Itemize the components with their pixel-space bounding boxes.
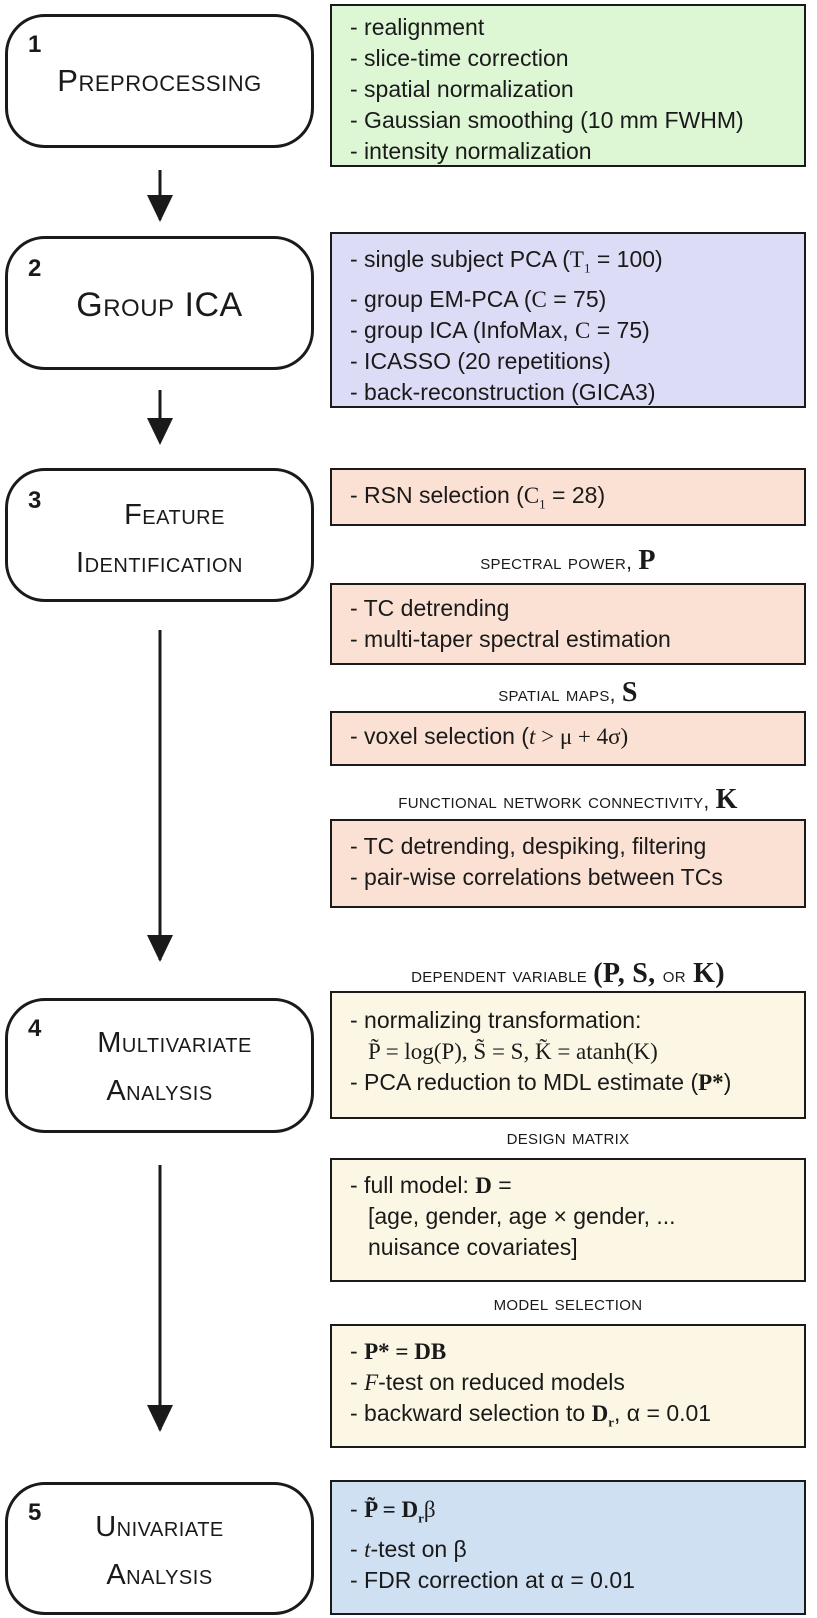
list-item: - group EM-PCA (C = 75)	[350, 285, 607, 312]
stage-title: Multivariate	[97, 1027, 252, 1059]
list-item: - normalizing transformation:	[350, 1007, 642, 1033]
list-item: - P̃ = Drβ	[350, 1496, 436, 1526]
list-item: - PCA reduction to MDL estimate (P*)	[350, 1069, 732, 1095]
arrow-1-to-2	[147, 170, 173, 222]
panel-rsn-selection: - RSN selection (C1 = 28)	[330, 468, 806, 526]
stage-number: 3	[28, 487, 42, 514]
panel-univariate: - P̃ = Drβ - t-test on β - FDR correctio…	[330, 1480, 806, 1615]
panel-preprocessing: - realignment - slice-time correction - …	[330, 4, 806, 167]
list-item: - TC detrending, despiking, filtering	[350, 833, 707, 859]
stage-title: Feature	[124, 499, 225, 531]
panel-dependent-variable: - normalizing transformation: P̃ = log(P…	[330, 991, 806, 1119]
list-item: - t-test on β	[350, 1535, 467, 1562]
stage-title: Group ICA	[76, 286, 243, 324]
list-item: - full model: D =	[350, 1172, 512, 1198]
stage-title: Analysis	[106, 1075, 213, 1107]
stage-number: 4	[28, 1015, 42, 1042]
stage-feature-identification: 3 Feature Identification	[5, 468, 314, 602]
stage-number: 5	[28, 1499, 42, 1526]
list-item: nuisance covariates]	[368, 1234, 578, 1260]
panel-spectral-power: - TC detrending - multi-taper spectral e…	[330, 583, 806, 665]
list-item: - pair-wise correlations between TCs	[350, 864, 723, 890]
list-item: - TC detrending	[350, 595, 510, 621]
stage-multivariate-analysis: 4 Multivariate Analysis	[5, 998, 314, 1133]
arrow-2-to-3	[147, 390, 173, 445]
list-item: - RSN selection (C1 = 28)	[350, 482, 606, 512]
stage-number: 2	[28, 255, 42, 282]
panel-design-matrix: - full model: D = [age, gender, age × ge…	[330, 1158, 806, 1282]
list-item: - P* = DB	[350, 1338, 447, 1364]
stage-preprocessing: 1 Preprocessing	[5, 14, 314, 148]
list-item: - voxel selection (t > μ + 4σ)	[350, 723, 629, 749]
list-item: - back-reconstruction (GICA3)	[350, 378, 656, 405]
list-item: - backward selection to Dr, α = 0.01	[350, 1400, 712, 1430]
list-item: - group ICA (InfoMax, C = 75)	[350, 316, 650, 343]
list-item: - realignment	[350, 14, 485, 40]
stage-number: 1	[28, 31, 42, 58]
panel-model-selection: - P* = DB - F-test on reduced models - b…	[330, 1324, 806, 1448]
stage-title: Preprocessing	[57, 63, 262, 98]
list-item: - slice-time correction	[350, 45, 569, 71]
list-item: - F-test on reduced models	[350, 1369, 625, 1395]
stage-title: Analysis	[106, 1559, 213, 1591]
list-item: - spatial normalization	[350, 76, 574, 102]
arrow-3-to-4	[147, 630, 173, 962]
heading-spatial-maps: spatial maps, S	[498, 677, 638, 708]
list-item: - multi-taper spectral estimation	[350, 626, 671, 652]
list-item: [age, gender, age × gender, ...	[368, 1203, 676, 1229]
stage-univariate-analysis: 5 Univariate Analysis	[5, 1482, 314, 1615]
stage-title: Identification	[76, 547, 243, 579]
formula: P̃ = log(P), S̃ = S, K̃ = atanh(K)	[368, 1039, 658, 1064]
panel-fnc: - TC detrending, despiking, filtering - …	[330, 819, 806, 908]
heading-dependent-variable: dependent variable (P, S, or K)	[411, 958, 725, 989]
list-item: - Gaussian smoothing (10 mm FWHM)	[350, 107, 744, 133]
panel-group-ica: - single subject PCA (T1 = 100) - group …	[330, 232, 806, 408]
list-item: - single subject PCA (T1 = 100)	[350, 246, 663, 276]
heading-model-selection: model selection	[493, 1292, 643, 1315]
list-item: - intensity normalization	[350, 138, 592, 164]
heading-spectral-power: spectral power, P	[480, 545, 656, 576]
list-item: - ICASSO (20 repetitions)	[350, 347, 611, 374]
stage-title: Univariate	[95, 1511, 224, 1543]
arrow-4-to-5	[147, 1165, 173, 1432]
panel-spatial-maps: - voxel selection (t > μ + 4σ)	[330, 711, 806, 766]
heading-fnc: functional network connectivity, K	[398, 784, 738, 815]
stage-group-ica: 2 Group ICA	[5, 236, 314, 370]
heading-design-matrix: design matrix	[506, 1126, 630, 1149]
list-item: - FDR correction at α = 0.01	[350, 1566, 635, 1593]
